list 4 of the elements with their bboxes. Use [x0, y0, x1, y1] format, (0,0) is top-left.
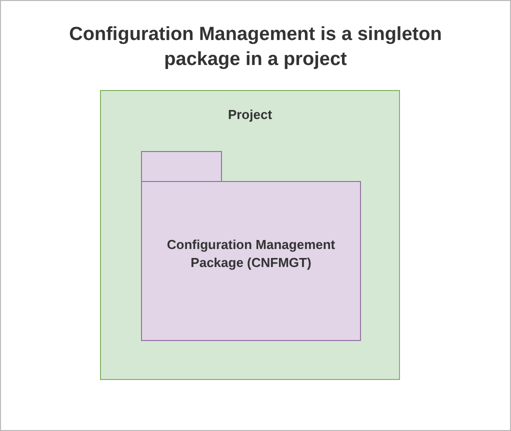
package-label: Configuration Management Package (CNFMGT) — [166, 236, 336, 272]
container-box — [100, 90, 400, 380]
diagram-title: Configuration Management is a singleton package in a project — [68, 23, 443, 72]
container-label: Project — [226, 106, 274, 124]
